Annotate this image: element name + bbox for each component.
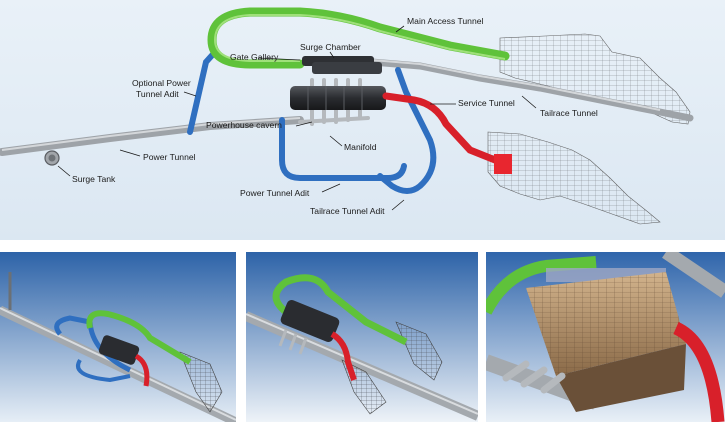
surge-chamber [312,62,382,74]
label-power-tunnel-adit: Power Tunnel Adit [240,188,310,198]
powerhouse-3d [280,299,340,343]
power-tunnel-adit [279,117,407,181]
sky-background [0,252,236,422]
label-service-tunnel: Service Tunnel [458,98,515,108]
main-access-tunnel [207,7,510,69]
powerhouse-3d [98,335,140,365]
label-tailrace-tunnel-adit: Tailrace Tunnel Adit [310,206,385,216]
service-tunnel [382,92,504,166]
label-gate-gallery: Gate Gallery [230,52,279,62]
service-outlet-wireframe-lower [487,131,661,225]
main-access-tunnel-3d [272,274,408,346]
service-tunnel-3d [134,353,150,387]
service-tunnel-3d [672,322,725,422]
manifold-3d [278,329,308,355]
label-tailrace-tunnel: Tailrace Tunnel [540,108,598,118]
tailrace-tunnel-3d [662,252,725,298]
service-tunnel-portal [494,154,512,174]
label-surge-tank: Surge Tank [72,174,116,184]
wireframe-outlet-upper [395,321,443,381]
powerhouse-base [556,344,686,412]
view-panel-wide [0,252,236,422]
tailrace-tunnel [368,58,694,122]
tailrace-tunnel-adit [377,67,437,194]
service-tunnel-3d [330,331,357,381]
view-panel-medium [246,252,478,422]
label-surge-chamber: Surge Chamber [300,42,361,52]
label-power-tunnel: Power Tunnel [143,152,196,162]
manifold-3d [502,360,566,394]
tailrace-adit-3d [76,358,131,383]
view-panel-closeup [486,252,725,422]
wireframe-outlet [179,351,223,413]
main-schematic-panel: Main Access Tunnel Surge Chamber Gate Ga… [0,0,725,240]
powerhouse-cavern [290,86,386,110]
power-tunnel [0,116,304,156]
label-main-access-tunnel: Main Access Tunnel [407,16,484,26]
main-access-tunnel-3d [86,310,192,365]
label-optional-power-line1: Optional Power [132,78,191,88]
surge-tank-icon [44,150,60,166]
label-manifold: Manifold [344,142,377,152]
main-access-tunnel-3d [486,256,597,315]
label-optional-power-line2: Tunnel Adit [136,89,179,99]
label-powerhouse-cavern: Powerhouse cavern [206,120,282,130]
